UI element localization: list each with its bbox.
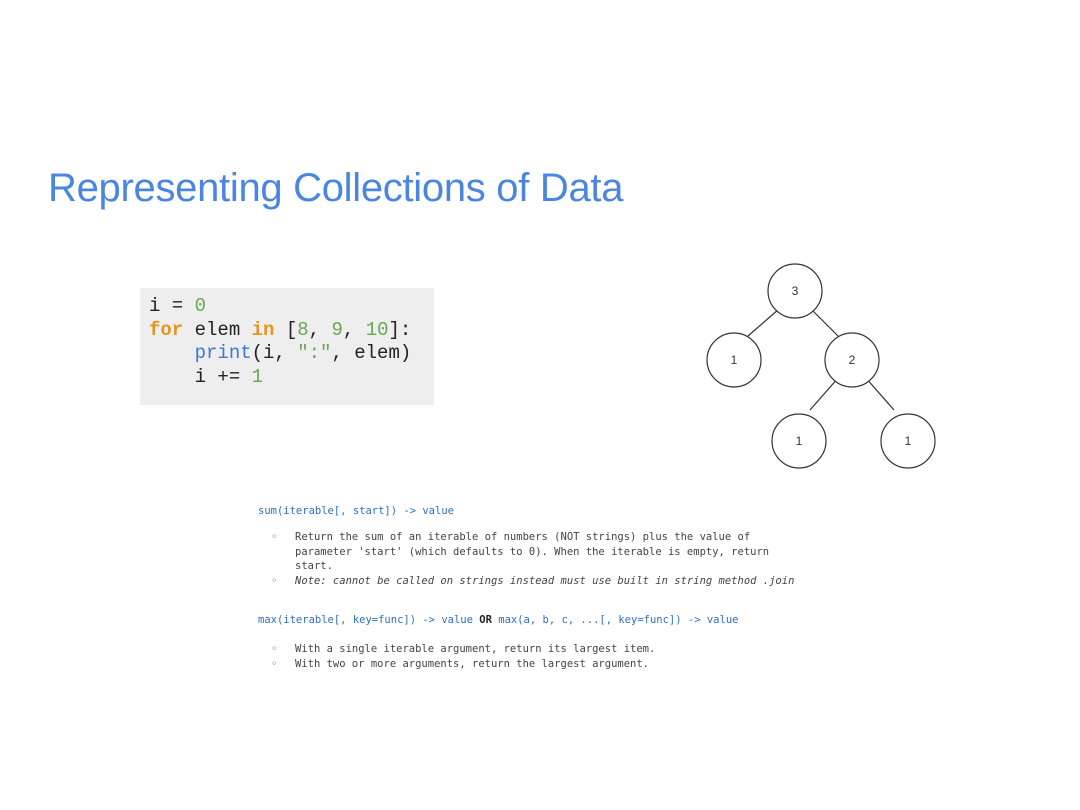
- code-line-4: i += 1: [149, 366, 434, 390]
- max-signature-args: max(a, b, c, ...[, key=func]) -> value: [491, 614, 739, 626]
- list-item: ◦ With a single iterable argument, return…: [258, 642, 895, 657]
- tree-node-left-label: 1: [731, 353, 738, 367]
- max-signature-or: OR: [479, 614, 492, 626]
- code-text: i +=: [149, 365, 252, 388]
- code-keyword: in: [251, 318, 275, 341]
- code-function: print: [194, 342, 252, 364]
- slide-title: Representing Collections of Data: [48, 166, 624, 210]
- code-text: [: [274, 318, 298, 341]
- max-description-list: ◦ With a single iterable argument, return…: [258, 642, 895, 671]
- max-signature-iterable: max(iterable[, key=func]) -> value: [258, 614, 480, 626]
- code-indent: [149, 342, 195, 364]
- code-number: 10: [365, 318, 389, 341]
- code-text: ,: [308, 318, 332, 341]
- code-block: i = 0 for elem in [8, 9, 10]: print(i, "…: [140, 288, 434, 405]
- bullet-icon: ◦: [271, 643, 278, 655]
- tree-edge: [747, 308, 780, 337]
- tree-node-right-left-label: 1: [796, 434, 803, 448]
- code-text: i =: [149, 295, 195, 317]
- tree-node-right-right-label: 1: [905, 434, 912, 448]
- code-keyword: for: [149, 318, 184, 341]
- tree-node-root: [767, 263, 823, 319]
- code-line-2: for elem in [8, 9, 10]:: [149, 319, 434, 343]
- tree-edge: [810, 308, 839, 337]
- code-line-1: i = 0: [149, 295, 434, 319]
- bullet-icon: ◦: [271, 574, 278, 587]
- list-item: ◦ Note: cannot be called on strings inste…: [258, 574, 895, 589]
- sum-signature: sum(iterable[, start]) -> value: [258, 505, 454, 517]
- code-text: (i,: [251, 342, 298, 364]
- bullet-icon: ◦: [271, 531, 278, 543]
- tree-node-right: [824, 332, 880, 388]
- tree-node-root-label: 3: [792, 284, 799, 298]
- sum-description-list: ◦ Return the sum of an iterable of number…: [258, 530, 895, 588]
- max-description-single: With a single iterable argument, return …: [295, 643, 656, 655]
- code-line-3: print(i, ":", elem): [149, 342, 434, 366]
- max-signature: max(iterable[, key=func]) -> value OR ma…: [258, 614, 738, 626]
- code-text: ]:: [388, 318, 412, 341]
- code-text: ,: [342, 318, 366, 341]
- code-number: 1: [251, 365, 264, 388]
- code-text: elem: [183, 318, 252, 341]
- sum-note: Note: cannot be called on strings instea…: [295, 574, 795, 587]
- tree-node-right-label: 2: [849, 353, 856, 367]
- bullet-icon: ◦: [271, 657, 278, 670]
- tree-node-left: [706, 332, 762, 388]
- code-number: 0: [194, 295, 207, 317]
- code-number: 8: [297, 318, 309, 341]
- list-item: ◦ With two or more arguments, return the …: [258, 657, 895, 672]
- tree-edge: [809, 376, 840, 411]
- code-number: 9: [331, 318, 343, 341]
- tree-edge: [864, 376, 895, 411]
- code-text: , elem): [331, 342, 412, 364]
- list-item: ◦ Return the sum of an iterable of number…: [258, 530, 895, 574]
- tree-node-right-left: [771, 413, 827, 469]
- max-description-multiple: With two or more arguments, return the l…: [295, 657, 650, 670]
- tree-node-right-right: [880, 413, 936, 469]
- sum-description: Return the sum of an iterable of numbers…: [295, 531, 770, 572]
- code-string: ":": [297, 342, 332, 364]
- binary-tree-diagram: 3 1 2 1 1: [706, 263, 936, 469]
